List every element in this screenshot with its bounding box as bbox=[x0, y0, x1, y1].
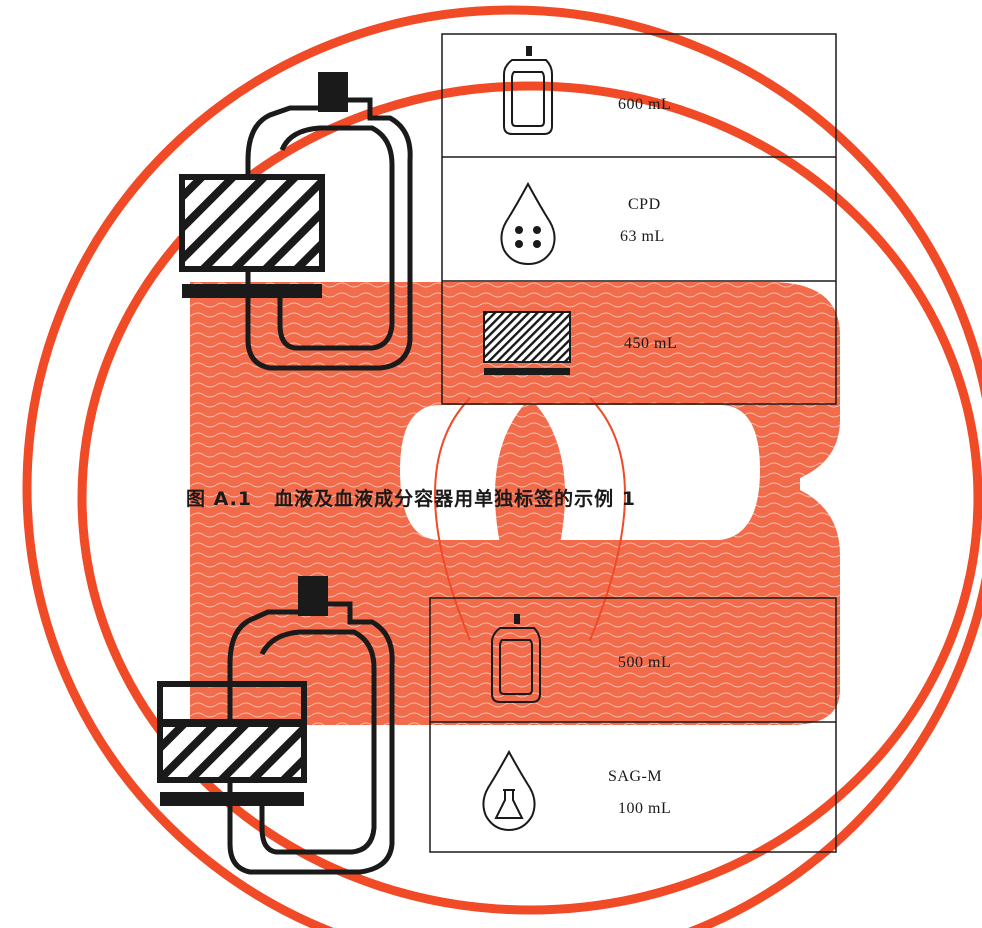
figure2-bag-illustration bbox=[157, 576, 395, 875]
figure2-row2-volume: 100 mL bbox=[618, 800, 672, 817]
figure1-hatched-label bbox=[179, 174, 325, 272]
figure1-label-table bbox=[441, 33, 837, 405]
anticoagulant-drop-icon bbox=[500, 181, 556, 266]
figure1-row2-volume: 63 mL bbox=[620, 228, 665, 245]
collection-volume-icon bbox=[483, 311, 571, 375]
figure-number: 图 A.1 bbox=[186, 488, 253, 510]
figure1-row2-solution-name: CPD bbox=[628, 196, 661, 213]
figure-caption: 图 A.1 血液及血液成分容器用单独标签的示例 1 bbox=[186, 484, 636, 511]
figure2-label-table bbox=[429, 597, 837, 853]
figure1-row3-volume: 450 mL bbox=[624, 335, 678, 352]
figure-title: 血液及血液成分容器用单独标签的示例 1 bbox=[274, 488, 636, 510]
figure1-row1-volume: 600 mL bbox=[618, 96, 672, 113]
figure2-row1-volume: 500 mL bbox=[618, 654, 672, 671]
figure1-bag-illustration bbox=[179, 72, 413, 371]
additive-solution-drop-icon bbox=[482, 749, 536, 832]
figure2-hatched-label bbox=[157, 721, 307, 783]
figure2-row2-solution-name: SAG-M bbox=[608, 768, 663, 785]
blood-bag-icon bbox=[503, 46, 553, 135]
watermark-eye-shape bbox=[495, 398, 565, 640]
watermark-inner-ring bbox=[77, 81, 982, 915]
blood-bag-icon bbox=[491, 614, 541, 703]
watermark-outer-ring bbox=[22, 5, 982, 928]
